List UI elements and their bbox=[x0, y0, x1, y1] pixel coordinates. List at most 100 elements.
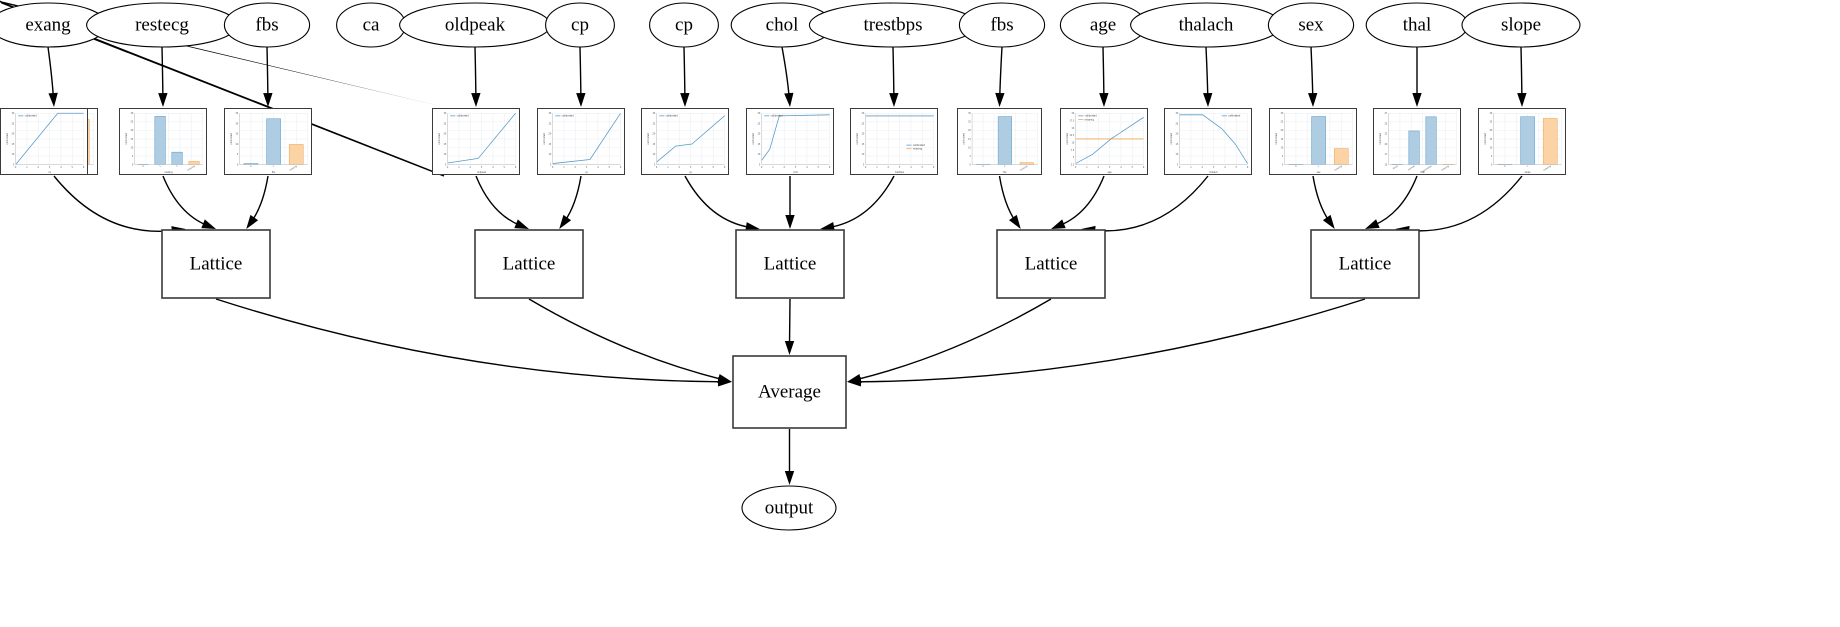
input-node-slope[interactable]: slope bbox=[1461, 2, 1581, 48]
input-node-trestbps[interactable]: trestbps bbox=[808, 2, 978, 48]
y-tick-label: 10 bbox=[1280, 146, 1283, 149]
input-node-fbs[interactable]: fbs bbox=[223, 2, 311, 48]
edge-input-to-calibrator bbox=[266, 46, 269, 98]
edge-calibrator-to-lattice bbox=[1059, 175, 1105, 227]
y-tick-label: 15 bbox=[757, 143, 760, 146]
legend-label-missing: missing bbox=[913, 148, 923, 151]
node-shape bbox=[474, 229, 584, 299]
x-axis-label: slope bbox=[1525, 171, 1532, 174]
node-label: thal bbox=[1403, 14, 1432, 35]
node-label: slope bbox=[1501, 14, 1541, 35]
x-tick-label: 1 bbox=[1086, 166, 1088, 169]
output-node[interactable]: output bbox=[741, 485, 837, 531]
x-tick-label: 1 bbox=[563, 166, 565, 169]
edge-arrowhead bbox=[1322, 214, 1335, 229]
lattice-node-4[interactable]: Lattice bbox=[1310, 229, 1420, 299]
y-tick-label: 20 bbox=[1175, 133, 1178, 136]
input-node-thal[interactable]: thal bbox=[1365, 2, 1469, 48]
x-tick-label: missing bbox=[1334, 164, 1343, 171]
edge-calibrator-to-lattice bbox=[1312, 175, 1330, 222]
average-node[interactable]: Average bbox=[732, 355, 847, 429]
x-tick-label: 0 bbox=[1179, 166, 1181, 169]
y-tick-label: 25 bbox=[968, 121, 971, 124]
y-tick-label: 20 bbox=[757, 133, 760, 136]
bar-1 bbox=[154, 116, 166, 165]
y-tick-label: 20 bbox=[1071, 112, 1074, 115]
x-axis-label: thal bbox=[1420, 171, 1425, 174]
input-node-thalach[interactable]: thalach bbox=[1130, 2, 1282, 48]
x-tick-label: 0 bbox=[250, 164, 253, 168]
edge-arrowhead bbox=[471, 93, 481, 107]
input-node-oldpeak[interactable]: oldpeak bbox=[399, 2, 551, 48]
edge-calibrator-to-lattice bbox=[684, 175, 751, 229]
y-tick-label: 0 bbox=[969, 163, 971, 166]
lattice-node-1[interactable]: Lattice bbox=[474, 229, 584, 299]
x-tick-label: 1 bbox=[159, 164, 162, 168]
y-tick-label: 25 bbox=[757, 122, 760, 125]
lattice-node-3[interactable]: Lattice bbox=[996, 229, 1106, 299]
y-tick-label: 25 bbox=[548, 122, 551, 125]
y-tick-label: 5 bbox=[863, 163, 865, 166]
y-tick-label: 30 bbox=[548, 112, 551, 115]
y-axis-label: calibrated bbox=[543, 133, 546, 145]
y-tick-label: 10 bbox=[652, 153, 655, 156]
edge-arrowhead bbox=[1203, 92, 1213, 107]
input-node-exang[interactable]: exang bbox=[0, 2, 108, 48]
input-node-cp[interactable]: cp bbox=[649, 2, 719, 48]
x-tick-label: 0 bbox=[982, 164, 985, 168]
edge-input-to-calibrator bbox=[47, 46, 55, 98]
y-tick-label: 0 bbox=[1491, 163, 1493, 166]
y-tick-label: 25 bbox=[1384, 122, 1387, 125]
x-tick-label: 4 bbox=[1224, 166, 1226, 169]
node-label: output bbox=[765, 497, 814, 518]
y-tick-label: 15 bbox=[1280, 138, 1283, 141]
y-tick-label: 5 bbox=[1491, 155, 1493, 158]
lattice-node-0[interactable]: Lattice bbox=[161, 229, 271, 299]
legend-label-calibrated: calibrated bbox=[913, 144, 926, 147]
edge-arrowhead bbox=[514, 219, 529, 229]
line-series-calibrated bbox=[1179, 114, 1248, 164]
y-tick-label: 15 bbox=[861, 143, 864, 146]
edge-calibrator-to-lattice bbox=[1373, 175, 1418, 226]
y-tick-label: 15 bbox=[1175, 143, 1178, 146]
edge-calibrator-to-lattice bbox=[251, 175, 269, 222]
x-tick-label: 6 bbox=[724, 166, 726, 169]
node-shape bbox=[161, 229, 271, 299]
x-tick-label: 1 bbox=[26, 166, 28, 169]
node-label: cp bbox=[571, 14, 589, 35]
x-tick-label: fixed bbox=[1392, 164, 1399, 170]
y-tick-label: 30 bbox=[1489, 112, 1492, 115]
input-node-cp[interactable]: cp bbox=[545, 2, 615, 48]
legend-label-calibrated: calibrated bbox=[25, 115, 38, 118]
input-node-chol[interactable]: chol bbox=[730, 2, 834, 48]
x-tick-label: 3 bbox=[795, 166, 797, 169]
input-node-restecg[interactable]: restecg bbox=[86, 2, 238, 48]
x-tick-label: 2 bbox=[176, 164, 179, 168]
y-tick-label: 10 bbox=[757, 153, 760, 156]
input-node-fbs[interactable]: fbs bbox=[958, 2, 1046, 48]
legend-label-missing: missing bbox=[1085, 118, 1095, 121]
input-node-ca[interactable]: ca bbox=[336, 2, 406, 48]
edge-input-to-calibrator bbox=[892, 46, 895, 98]
x-axis-label: sex bbox=[1317, 171, 1321, 174]
input-node-sex[interactable]: sex bbox=[1267, 2, 1355, 48]
node-label: chol bbox=[766, 14, 799, 35]
lattice-node-2[interactable]: Lattice bbox=[735, 229, 845, 299]
bar-2 bbox=[171, 151, 183, 165]
y-tick-label: 5 bbox=[132, 155, 134, 158]
